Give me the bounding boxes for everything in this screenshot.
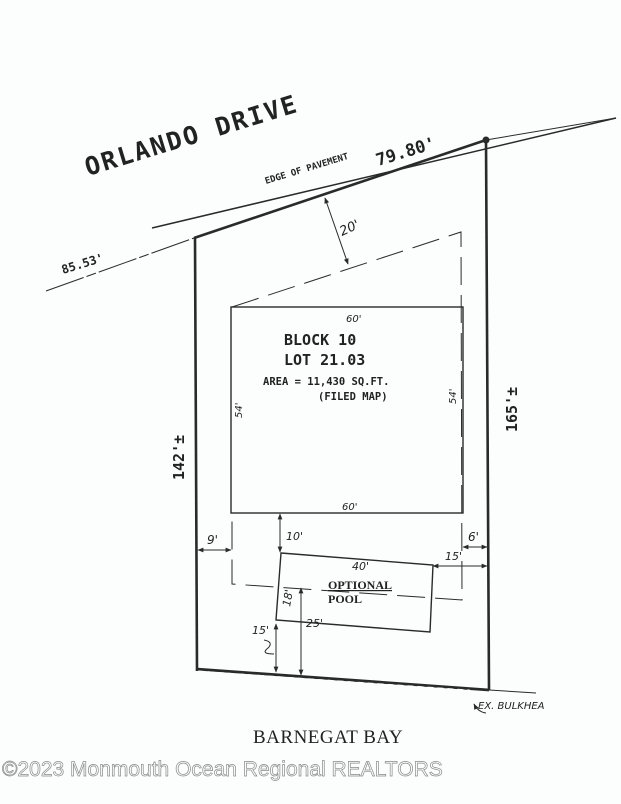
edge-of-pavement-label: EDGE OF PAVEMENT bbox=[264, 152, 350, 187]
front-line-extension bbox=[485, 117, 617, 141]
street-name: ORLANDO DRIVE bbox=[81, 89, 301, 182]
house-to-pool-label: 10' bbox=[286, 530, 303, 543]
left-frontage-label: 85.53' bbox=[60, 251, 106, 277]
front-frontage-label: 79.80' bbox=[374, 134, 439, 171]
house-top-width: 60' bbox=[346, 314, 361, 325]
rear-bulkhead-line bbox=[195, 667, 490, 692]
area-note: (FILED MAP) bbox=[318, 391, 388, 403]
lot-label: LOT 21.03 bbox=[284, 351, 365, 369]
house-left-depth: 54' bbox=[234, 403, 245, 418]
pool-width-label: 18' bbox=[280, 588, 296, 607]
copyright-watermark: ©2023 Monmouth Ocean Regional REALTORS bbox=[2, 758, 443, 781]
area-label: AREA = 11,430 SQ.FT. bbox=[263, 376, 389, 388]
squiggle-leader bbox=[263, 639, 275, 655]
bulkhead-label: EX. BULKHEA bbox=[478, 701, 545, 712]
left-property-line bbox=[193, 237, 199, 672]
pool-rear-offset-left-label: 15' bbox=[252, 624, 269, 637]
bay-name: BARNEGAT BAY bbox=[253, 727, 403, 748]
front-property-line bbox=[193, 138, 487, 240]
left-frontage-line bbox=[45, 237, 195, 292]
building-envelope bbox=[231, 231, 463, 601]
pool-label-line2: POOL bbox=[328, 592, 362, 606]
front-setback-arrow bbox=[324, 197, 349, 265]
block-label: BLOCK 10 bbox=[284, 331, 356, 349]
pool-length-label: 40' bbox=[352, 560, 369, 573]
house-bottom-width: 60' bbox=[342, 502, 357, 513]
right-property-line bbox=[484, 139, 491, 691]
house-footprint bbox=[230, 306, 464, 514]
right-side-dimension: 165'± bbox=[503, 387, 521, 432]
right-setback-label: 6' bbox=[468, 530, 479, 544]
left-side-dimension: 142'± bbox=[170, 435, 188, 480]
left-setback-label: 9' bbox=[207, 533, 218, 547]
pool-rear-offset-right-label: 25' bbox=[306, 617, 323, 630]
rear-bulkhead-hatch bbox=[197, 670, 471, 691]
bulkhead-leader-arrow bbox=[473, 703, 487, 714]
house-right-depth: 54' bbox=[448, 389, 459, 404]
pool-label-line1: OPTIONAL bbox=[328, 578, 392, 592]
pool-right-offset-label: 15' bbox=[445, 550, 462, 563]
optional-pool bbox=[275, 552, 434, 633]
bulkhead-extension bbox=[488, 689, 537, 694]
front-setback-label: 20' bbox=[337, 218, 362, 240]
